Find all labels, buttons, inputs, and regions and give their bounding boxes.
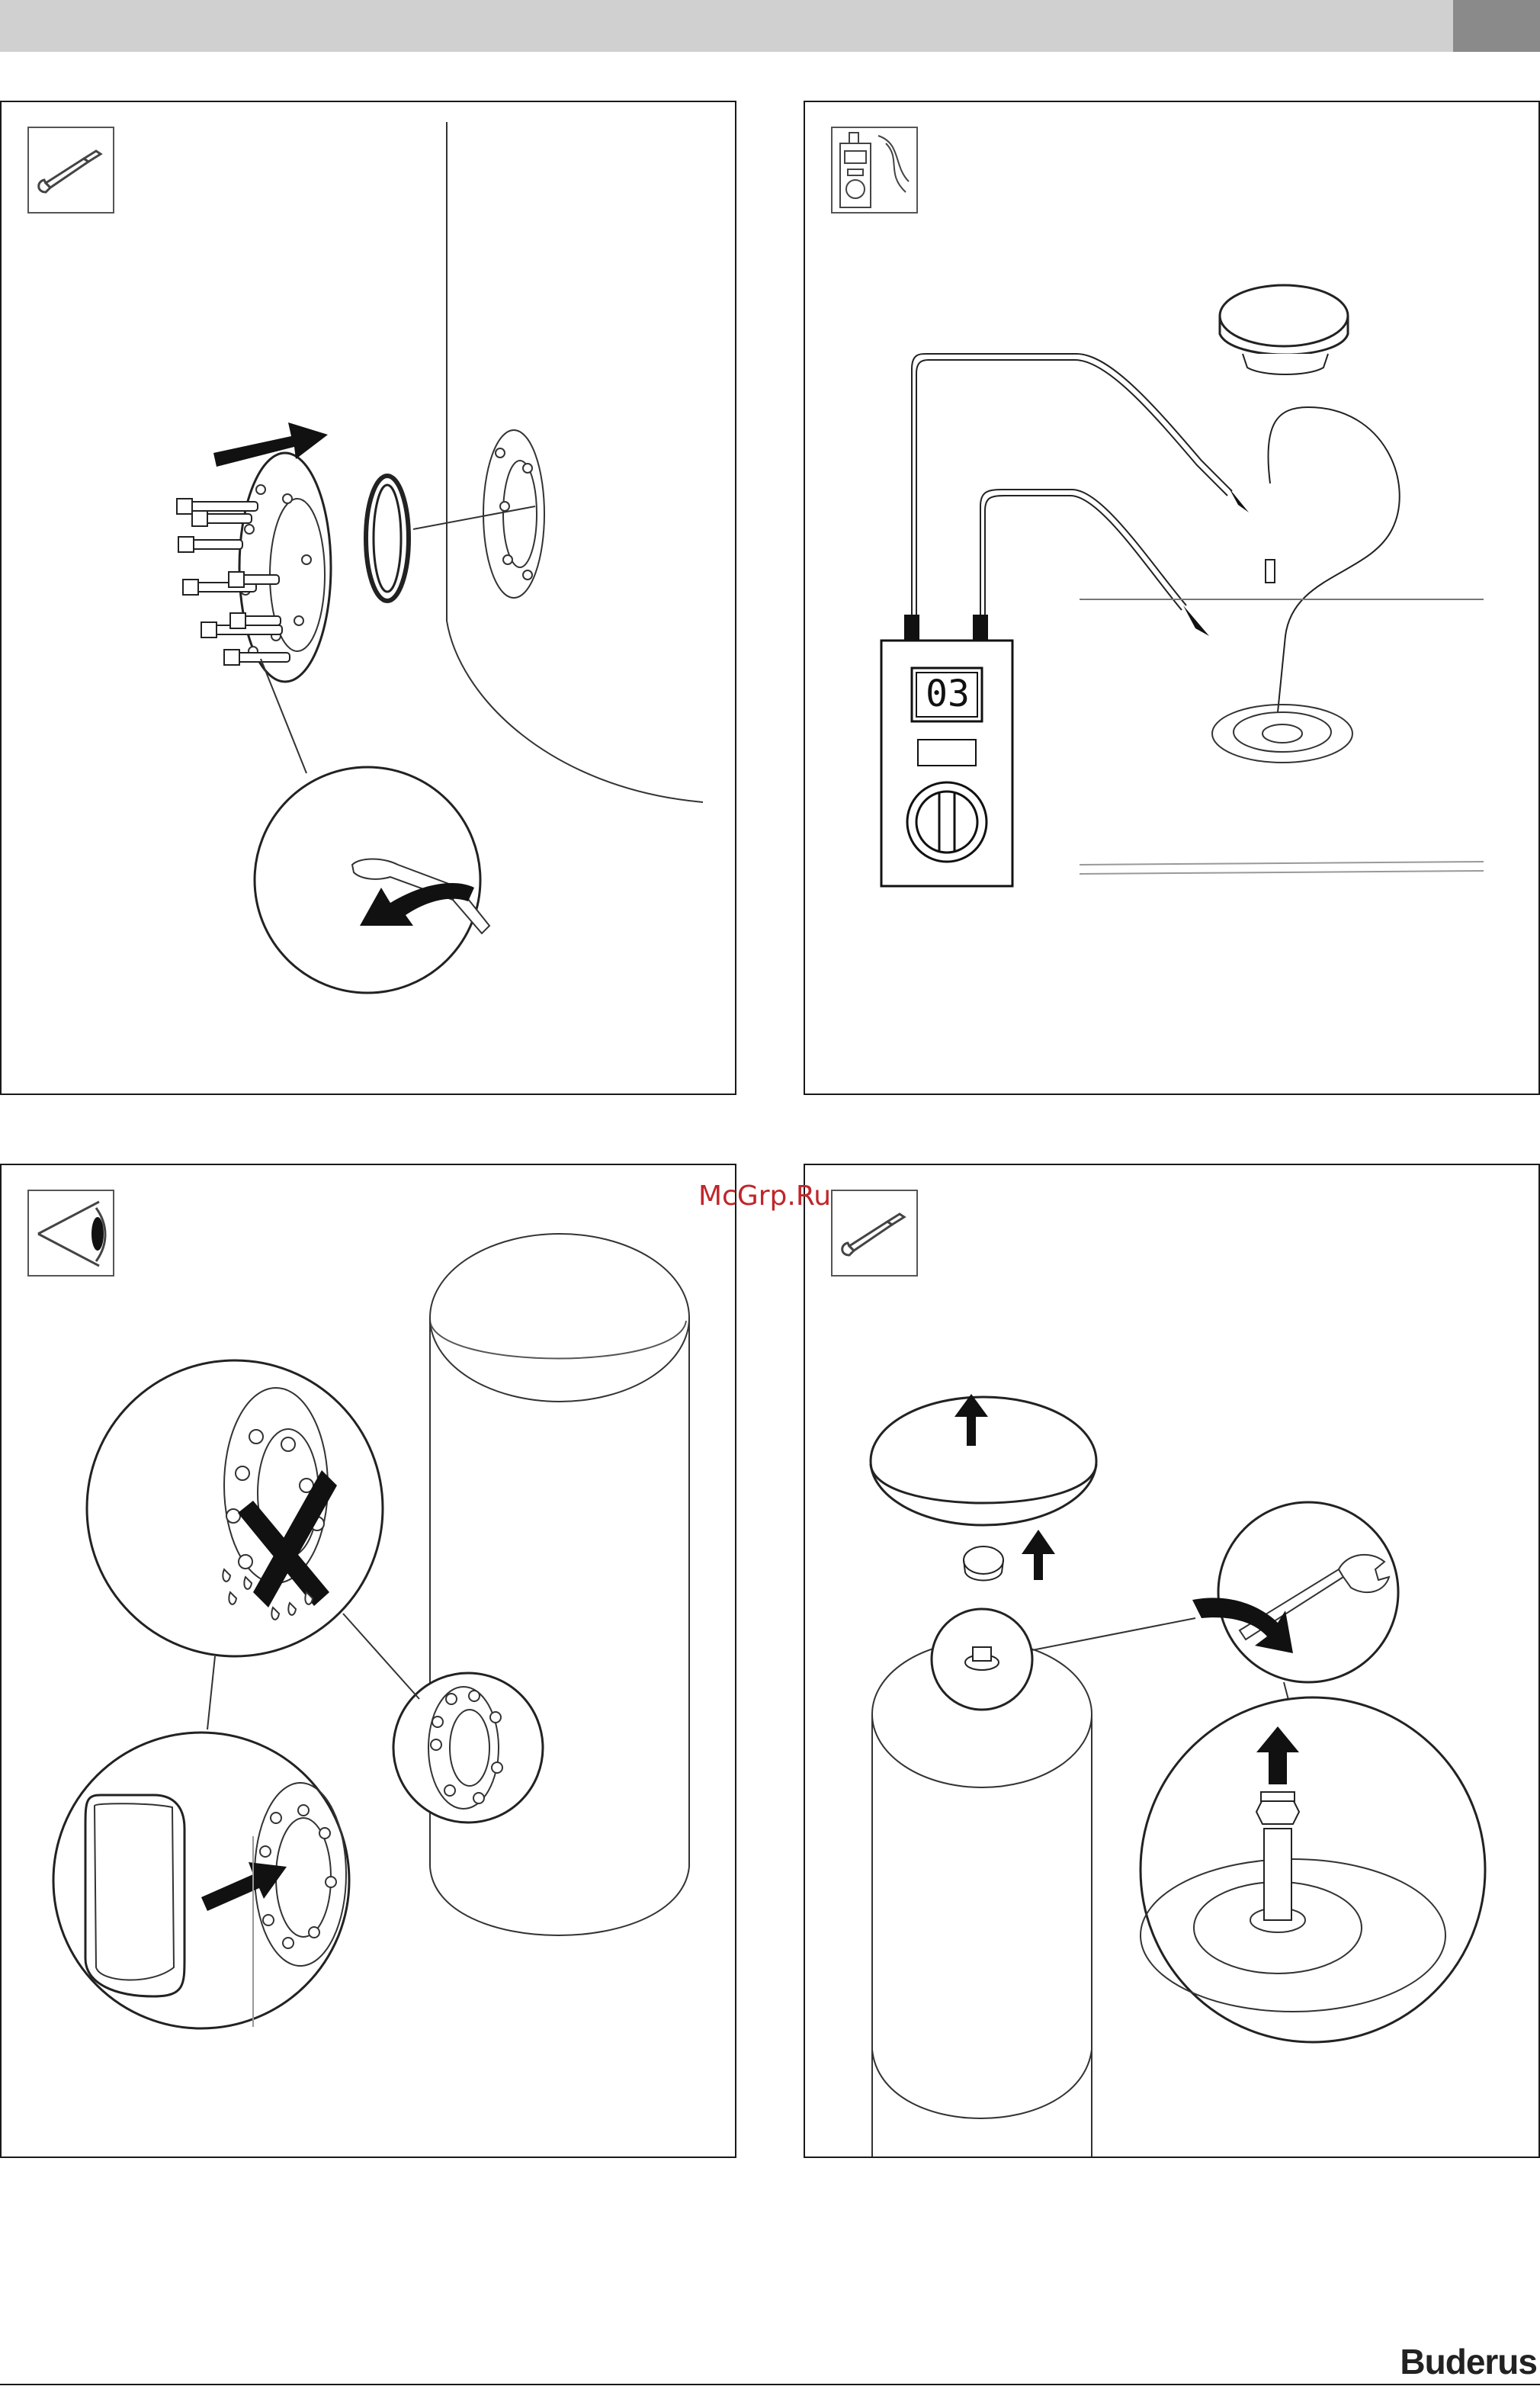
header-tab bbox=[1453, 0, 1540, 52]
multimeter-illustration bbox=[805, 102, 1540, 1097]
panel-inspect-leaks bbox=[0, 1164, 736, 2158]
lid-removal-illustration bbox=[805, 1165, 1540, 2160]
multimeter-display-value: 03 bbox=[919, 671, 976, 717]
watermark-text: McGrp.Ru bbox=[698, 1180, 831, 1212]
flange-install-illustration bbox=[2, 102, 738, 1097]
leak-inspection-illustration bbox=[2, 1165, 738, 2160]
brand-logo: Buderus bbox=[1400, 2341, 1537, 2382]
panel-install-flange bbox=[0, 101, 736, 1095]
panel-remove-lid bbox=[804, 1164, 1540, 2158]
panel-multimeter-check: 03 bbox=[804, 101, 1540, 1095]
header-bar bbox=[0, 0, 1453, 52]
footer-rule bbox=[0, 2384, 1540, 2385]
